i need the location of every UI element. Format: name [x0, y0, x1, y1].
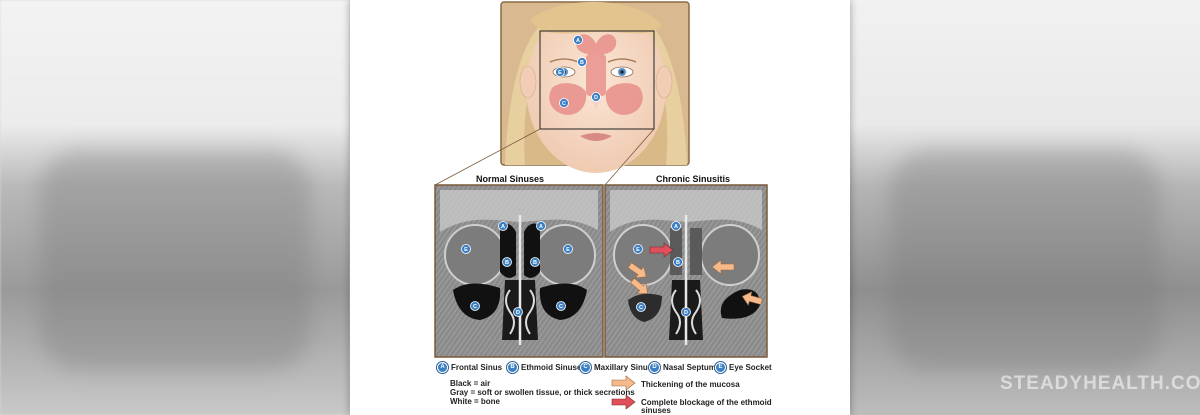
legend-frontal-sinus: Frontal Sinus [451, 363, 503, 372]
legend-badge-b: B [507, 362, 518, 373]
key-black-air: Black = air [450, 379, 491, 388]
blurred-background-left [0, 0, 350, 415]
key-white-bone: White = bone [450, 397, 500, 406]
legend-badge-d: D [649, 362, 660, 373]
light-arrow-left-upper [627, 262, 647, 279]
ct-normal-marker-a2: A [539, 224, 543, 230]
legend-badge-c: C [580, 362, 591, 373]
legend-ethmoid-sinuses: Ethmoid Sinuses [521, 363, 586, 372]
legend-light-arrow-icon [611, 375, 636, 391]
face-marker-a-label: A [576, 38, 580, 44]
face-marker-e [555, 67, 565, 77]
legend-badge-e: E [715, 362, 726, 373]
ct-chronic-marker-d: D [684, 310, 688, 316]
face-marker-b-label: B [580, 60, 584, 66]
face-marker-b [577, 57, 587, 67]
face-marker-c-label: C [562, 101, 566, 107]
red-arrow [649, 242, 674, 258]
steadyhealth-watermark: STEADYHEALTH.COM [1000, 373, 1200, 394]
face-marker-c [559, 98, 569, 108]
light-arrow-right-lower [741, 291, 763, 306]
legend-thickening-mucosa: Thickening of the mucosa [641, 380, 740, 389]
ct-chronic-marker-c: C [639, 305, 643, 311]
ct-chronic-markers: A E B C D [633, 221, 691, 317]
ct-chronic-panel [604, 184, 768, 358]
legend-maxillary-sinus: Maxillary Sinus [594, 363, 653, 372]
sinus-diagram: A B E D C [434, 1, 768, 410]
legend-nasal-septum: Nasal Septum [663, 363, 716, 372]
face-marker-e-label: E [558, 70, 562, 76]
light-arrow-left-lower [629, 277, 649, 294]
legend-badge-a: A [437, 362, 448, 373]
face-marker-a [573, 35, 583, 45]
face-markers: A B E D C [555, 35, 601, 108]
legend-red-arrow-icon [611, 394, 636, 410]
ct-normal-marker-b1: B [505, 260, 509, 266]
ct-normal-marker-d: D [516, 310, 520, 316]
ct-normal-marker-e1: E [464, 247, 468, 253]
chronic-sinusitis-title: Chronic Sinusitis [656, 174, 731, 184]
legend-complete-blockage: Complete blockage of the ethmoid [641, 398, 772, 407]
blurred-background-right [850, 0, 1200, 415]
ct-normal-marker-c2: C [559, 304, 563, 310]
ct-chronic-marker-b: B [676, 260, 680, 266]
ct-chronic-marker-a: A [674, 224, 678, 230]
figure-card: A B E D C [350, 0, 850, 415]
legend-eye-socket: Eye Socket [729, 363, 772, 372]
ct-normal-panel [434, 184, 604, 358]
ct-normal-marker-b2: B [533, 260, 537, 266]
ct-chronic-marker-e: E [636, 247, 640, 253]
key-gray-tissue: Gray = soft or swollen tissue, or thick … [450, 388, 635, 397]
ct-normal-marker-c1: C [473, 304, 477, 310]
normal-sinuses-title: Normal Sinuses [476, 174, 545, 184]
face-marker-d [591, 92, 601, 102]
face-marker-d-label: D [594, 95, 598, 101]
ct-normal-marker-a1: A [501, 224, 505, 230]
legend-complete-blockage-line2: sinuses [641, 406, 671, 415]
face-illustration [434, 1, 690, 186]
ct-normal-markers: A A E E B B C C D [461, 221, 573, 317]
light-arrow-right-upper [711, 259, 735, 275]
ct-normal-marker-e2: E [566, 247, 570, 253]
